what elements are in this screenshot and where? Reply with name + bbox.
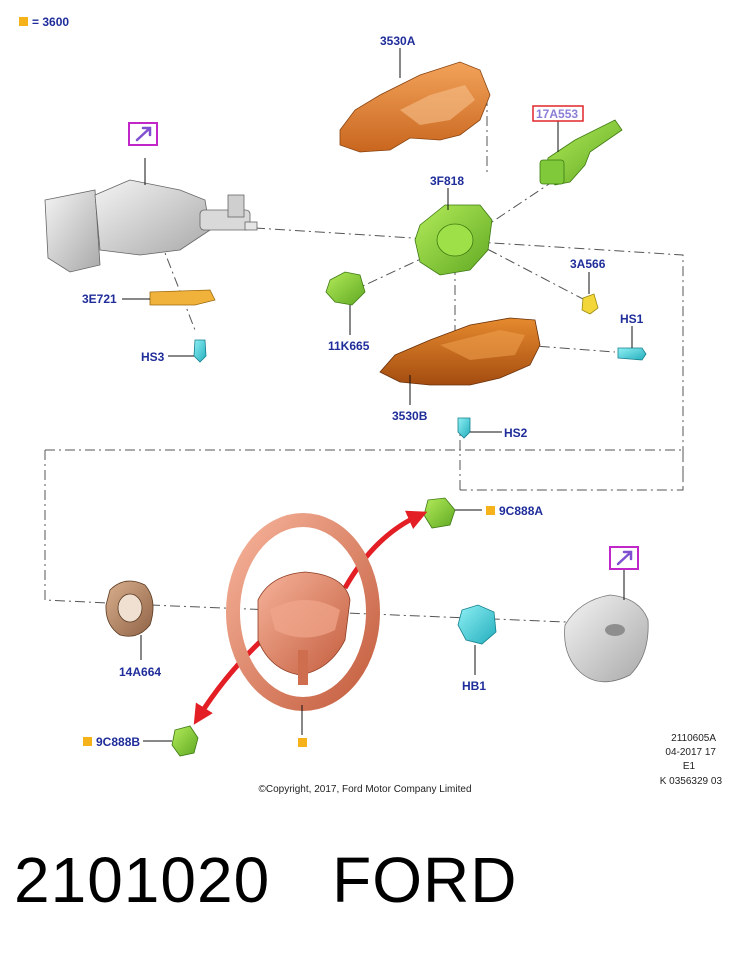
- label-HS1: HS1: [620, 312, 644, 326]
- part-airbag-module: [564, 570, 649, 683]
- legend: = 3600: [19, 15, 69, 29]
- label-HB1: HB1: [462, 679, 486, 693]
- meta-line3: E1: [683, 761, 696, 772]
- part-clockspring: 14A664: [105, 580, 161, 679]
- part-upper-shroud: 3530A: [339, 34, 491, 153]
- part-bolt-hs2: HS2: [457, 417, 528, 440]
- label-17A553: 17A553: [536, 107, 578, 121]
- label-17A553-box: [532, 105, 584, 122]
- drawing-meta: 2110605A 04-2017 17 E1 K 0356329 03: [660, 733, 723, 787]
- label-3530A: 3530A: [380, 34, 416, 48]
- assembly-lines: [44, 96, 684, 626]
- footer-brand: FORD: [332, 844, 518, 916]
- part-switch-housing: 3F818: [414, 174, 493, 276]
- label-14A664: 14A664: [119, 665, 161, 679]
- part-wiper-switch: 17A553: [532, 105, 623, 186]
- exploded-parts-diagram: = 3600 3530A 17A553: [19, 15, 723, 795]
- part-bolt-hb1: HB1: [457, 604, 497, 693]
- footer-caption: 2101020 FORD: [14, 840, 517, 920]
- part-steering-wheel: [226, 513, 380, 747]
- label-3A566: 3A566: [570, 257, 606, 271]
- label-HS3: HS3: [141, 350, 165, 364]
- label-11K665: 11K665: [328, 339, 370, 353]
- meta-line2: 04-2017 17: [665, 747, 716, 758]
- part-bolt-hs1: HS1: [617, 312, 647, 361]
- part-steering-column: [44, 158, 258, 273]
- legend-swatch: [19, 17, 28, 26]
- note-icon-column: [128, 122, 158, 146]
- copyright: ©Copyright, 2017, Ford Motor Company Lim…: [258, 784, 471, 795]
- part-3A566: 3A566: [570, 257, 606, 315]
- part-ignition-switch: 11K665: [325, 271, 370, 353]
- wheel-swatch: [298, 738, 307, 747]
- label-3E721: 3E721: [82, 292, 117, 306]
- part-bolt-hs3: HS3: [141, 339, 207, 364]
- label-9C888A-swatch: [486, 506, 495, 515]
- part-switch-9C888B: 9C888B: [83, 725, 199, 757]
- meta-line4: K 0356329 03: [660, 776, 723, 787]
- part-3E721: 3E721: [82, 289, 216, 306]
- switch-direction-arrows: [193, 510, 428, 725]
- label-9C888A: 9C888A: [499, 504, 543, 518]
- footer-code: 2101020: [14, 844, 271, 916]
- note-icon-airbag: [609, 546, 639, 570]
- part-switch-9C888A: 9C888A: [423, 497, 543, 529]
- meta-line1: 2110605A: [671, 733, 716, 744]
- part-lower-shroud: 3530B: [379, 317, 541, 423]
- label-9C888B: 9C888B: [96, 735, 140, 749]
- legend-text: = 3600: [32, 15, 69, 29]
- label-HS2: HS2: [504, 426, 528, 440]
- label-9C888B-swatch: [83, 737, 92, 746]
- label-3F818: 3F818: [430, 174, 464, 188]
- label-3530B: 3530B: [392, 409, 428, 423]
